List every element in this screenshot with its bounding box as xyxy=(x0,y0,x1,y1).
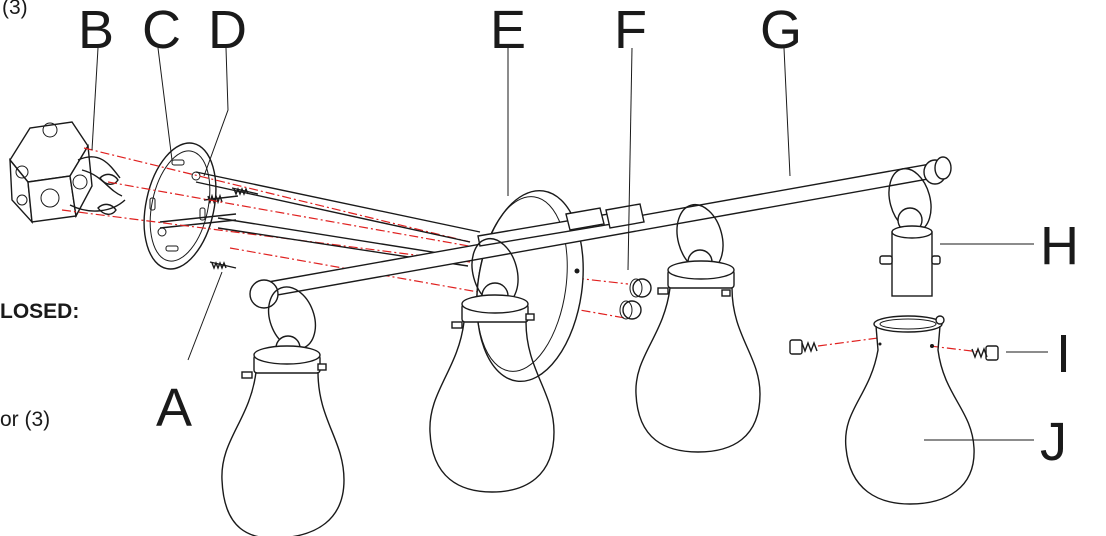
junction-box xyxy=(9,121,126,225)
label-e: E xyxy=(490,0,526,60)
label-b: B xyxy=(78,0,114,60)
label-g: G xyxy=(760,0,802,60)
lamp-assembly-2 xyxy=(429,237,555,493)
label-h: H xyxy=(1040,216,1079,276)
socket-holder xyxy=(879,225,941,297)
label-d: D xyxy=(208,0,247,60)
label-i: I xyxy=(1056,324,1071,384)
parts-heading-fragment: LOSED: xyxy=(0,300,79,323)
lamp-assembly-4-exploded xyxy=(789,167,999,505)
top-text-fragment: (3) xyxy=(2,0,28,19)
lamp-assembly-1 xyxy=(221,286,345,536)
mounting-screws xyxy=(159,187,259,270)
lamp-assembly-3 xyxy=(635,203,761,453)
label-j: J xyxy=(1040,412,1067,472)
crossbar-plate xyxy=(143,142,217,270)
parts-item-fragment: or (3) xyxy=(0,408,50,431)
set-screws xyxy=(789,339,999,361)
label-c: C xyxy=(142,0,181,60)
cross-bar xyxy=(249,156,952,309)
label-a: A xyxy=(156,378,192,438)
glass-shade xyxy=(844,315,975,505)
label-f: F xyxy=(614,0,647,60)
leader-lines xyxy=(91,47,1048,441)
decorative-caps xyxy=(619,278,652,320)
